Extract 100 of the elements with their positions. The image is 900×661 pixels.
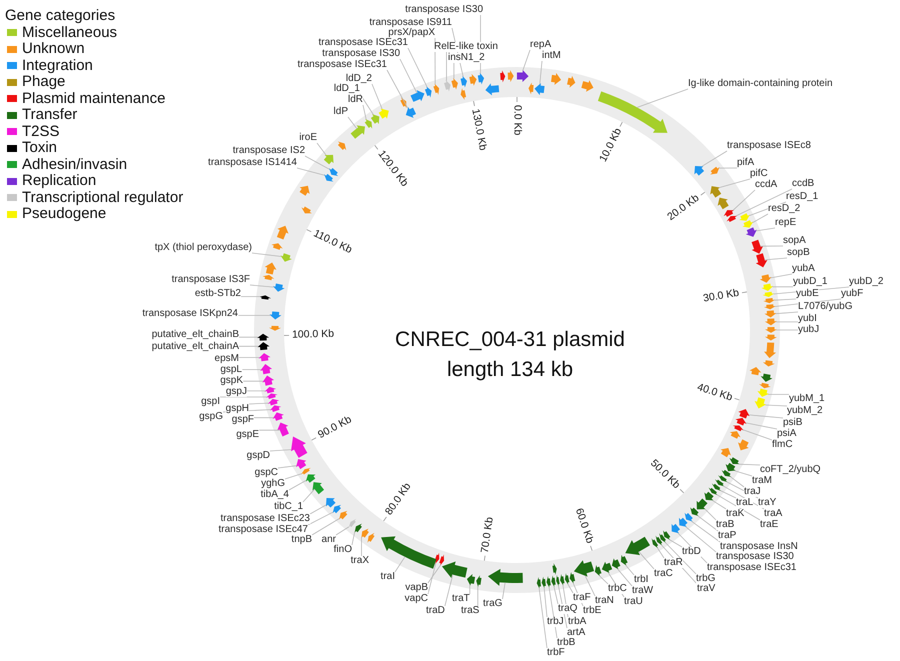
gene-label: traM	[752, 476, 772, 486]
leader-line	[362, 104, 367, 120]
leader-line	[238, 357, 260, 358]
gene-marker	[259, 295, 272, 300]
gene-label: gspL	[220, 365, 242, 375]
leader-line	[372, 84, 382, 110]
gene-marker	[704, 492, 714, 500]
gene-marker	[612, 558, 620, 570]
gene-label: transposase IS911	[369, 18, 452, 28]
gene-marker	[625, 536, 650, 556]
leader-line	[250, 284, 274, 288]
leader-line	[567, 584, 574, 594]
gene-label: trbA	[568, 617, 586, 627]
gene-marker	[332, 504, 342, 514]
leader-line	[558, 585, 568, 628]
gene-marker	[551, 72, 562, 85]
gene-label: tibA_4	[260, 490, 289, 500]
gene-marker	[348, 518, 356, 528]
leader-line	[584, 575, 596, 596]
leader-line	[768, 394, 790, 395]
gene-label: epsM	[214, 354, 239, 364]
leader-line	[712, 500, 726, 510]
leader-line	[746, 422, 778, 430]
tick-label: 130.0 Kb	[470, 108, 488, 152]
gene-label: ldR	[348, 95, 363, 105]
leader-line	[539, 60, 542, 84]
gene-label: traQ	[558, 604, 578, 614]
gene-marker	[258, 353, 270, 362]
tick-label: 30.0 Kb	[702, 288, 740, 304]
gene-marker	[354, 524, 362, 533]
leader-line	[716, 494, 760, 520]
gene-marker	[433, 83, 440, 95]
leader-line	[278, 465, 297, 468]
gene-marker	[718, 198, 729, 210]
gene-marker	[696, 498, 708, 510]
leader-line	[562, 584, 568, 618]
leader-line	[678, 532, 708, 564]
gene-marker	[460, 88, 466, 100]
gene-label: L7076/yubG	[798, 302, 852, 312]
gene-marker	[762, 292, 774, 298]
gene-marker	[672, 524, 680, 534]
leader-line	[738, 464, 760, 466]
gene-marker	[400, 97, 406, 108]
leader-line	[310, 504, 326, 514]
leader-line	[756, 228, 776, 232]
gene-marker	[338, 142, 346, 150]
gene-marker	[712, 483, 722, 491]
leader-line	[242, 380, 264, 382]
gene-label: psiB	[783, 418, 802, 428]
leader-line	[502, 582, 506, 600]
gene-marker	[763, 298, 776, 304]
gene-label: trbD	[682, 547, 701, 557]
gene-marker	[542, 576, 546, 589]
gene-marker	[508, 70, 514, 82]
legend-label: Adhesin/invasin	[22, 156, 128, 173]
gene-label: yubM_2	[787, 406, 823, 416]
gene-marker	[764, 342, 776, 358]
gene-marker	[757, 388, 770, 397]
leader-line	[538, 588, 548, 648]
leader-line	[254, 417, 274, 418]
gene-label: tnpB	[291, 535, 312, 545]
gene-marker	[460, 76, 468, 88]
gene-marker	[368, 532, 375, 543]
leader-line	[697, 515, 718, 532]
gene-marker	[262, 274, 274, 280]
gene-marker	[738, 409, 750, 418]
leader-line	[723, 486, 764, 510]
gene-marker	[266, 393, 278, 399]
gene-label: transposase IS3F	[172, 275, 250, 285]
leader-line	[719, 178, 750, 188]
tick-label: 40.0 Kb	[696, 382, 734, 403]
leader-line	[664, 542, 696, 574]
leader-line	[598, 575, 608, 584]
gene-marker	[567, 76, 576, 88]
gene-marker	[754, 397, 766, 408]
gene-marker	[350, 125, 366, 139]
gene-label: vapB	[405, 583, 428, 593]
legend-label: Unknown	[22, 41, 85, 58]
gene-marker	[361, 528, 369, 538]
gene-marker	[378, 108, 389, 119]
gene-label: yghG	[261, 479, 285, 489]
gene-marker	[326, 498, 336, 508]
gene-label: artA	[567, 628, 586, 638]
gene-label: tpX (thiol peroxydase)	[154, 243, 252, 253]
gene-marker	[476, 575, 482, 588]
gene-marker	[663, 530, 670, 540]
gene-label: transposase ISEc31	[318, 38, 408, 48]
leader-line	[469, 584, 470, 594]
leader-line	[554, 586, 558, 604]
leader-line	[544, 587, 548, 618]
leader-line	[720, 490, 736, 498]
gene-label: vapC	[404, 594, 428, 604]
gene-label: ccdB	[792, 179, 814, 189]
gene-marker	[764, 334, 777, 340]
gene-marker	[659, 533, 666, 543]
gene-marker	[276, 226, 288, 240]
gene-label: transposase ISEc31	[298, 60, 387, 70]
gene-label: traP	[718, 531, 736, 541]
leader-line	[770, 274, 792, 278]
legend-label: T2SS	[22, 124, 60, 140]
